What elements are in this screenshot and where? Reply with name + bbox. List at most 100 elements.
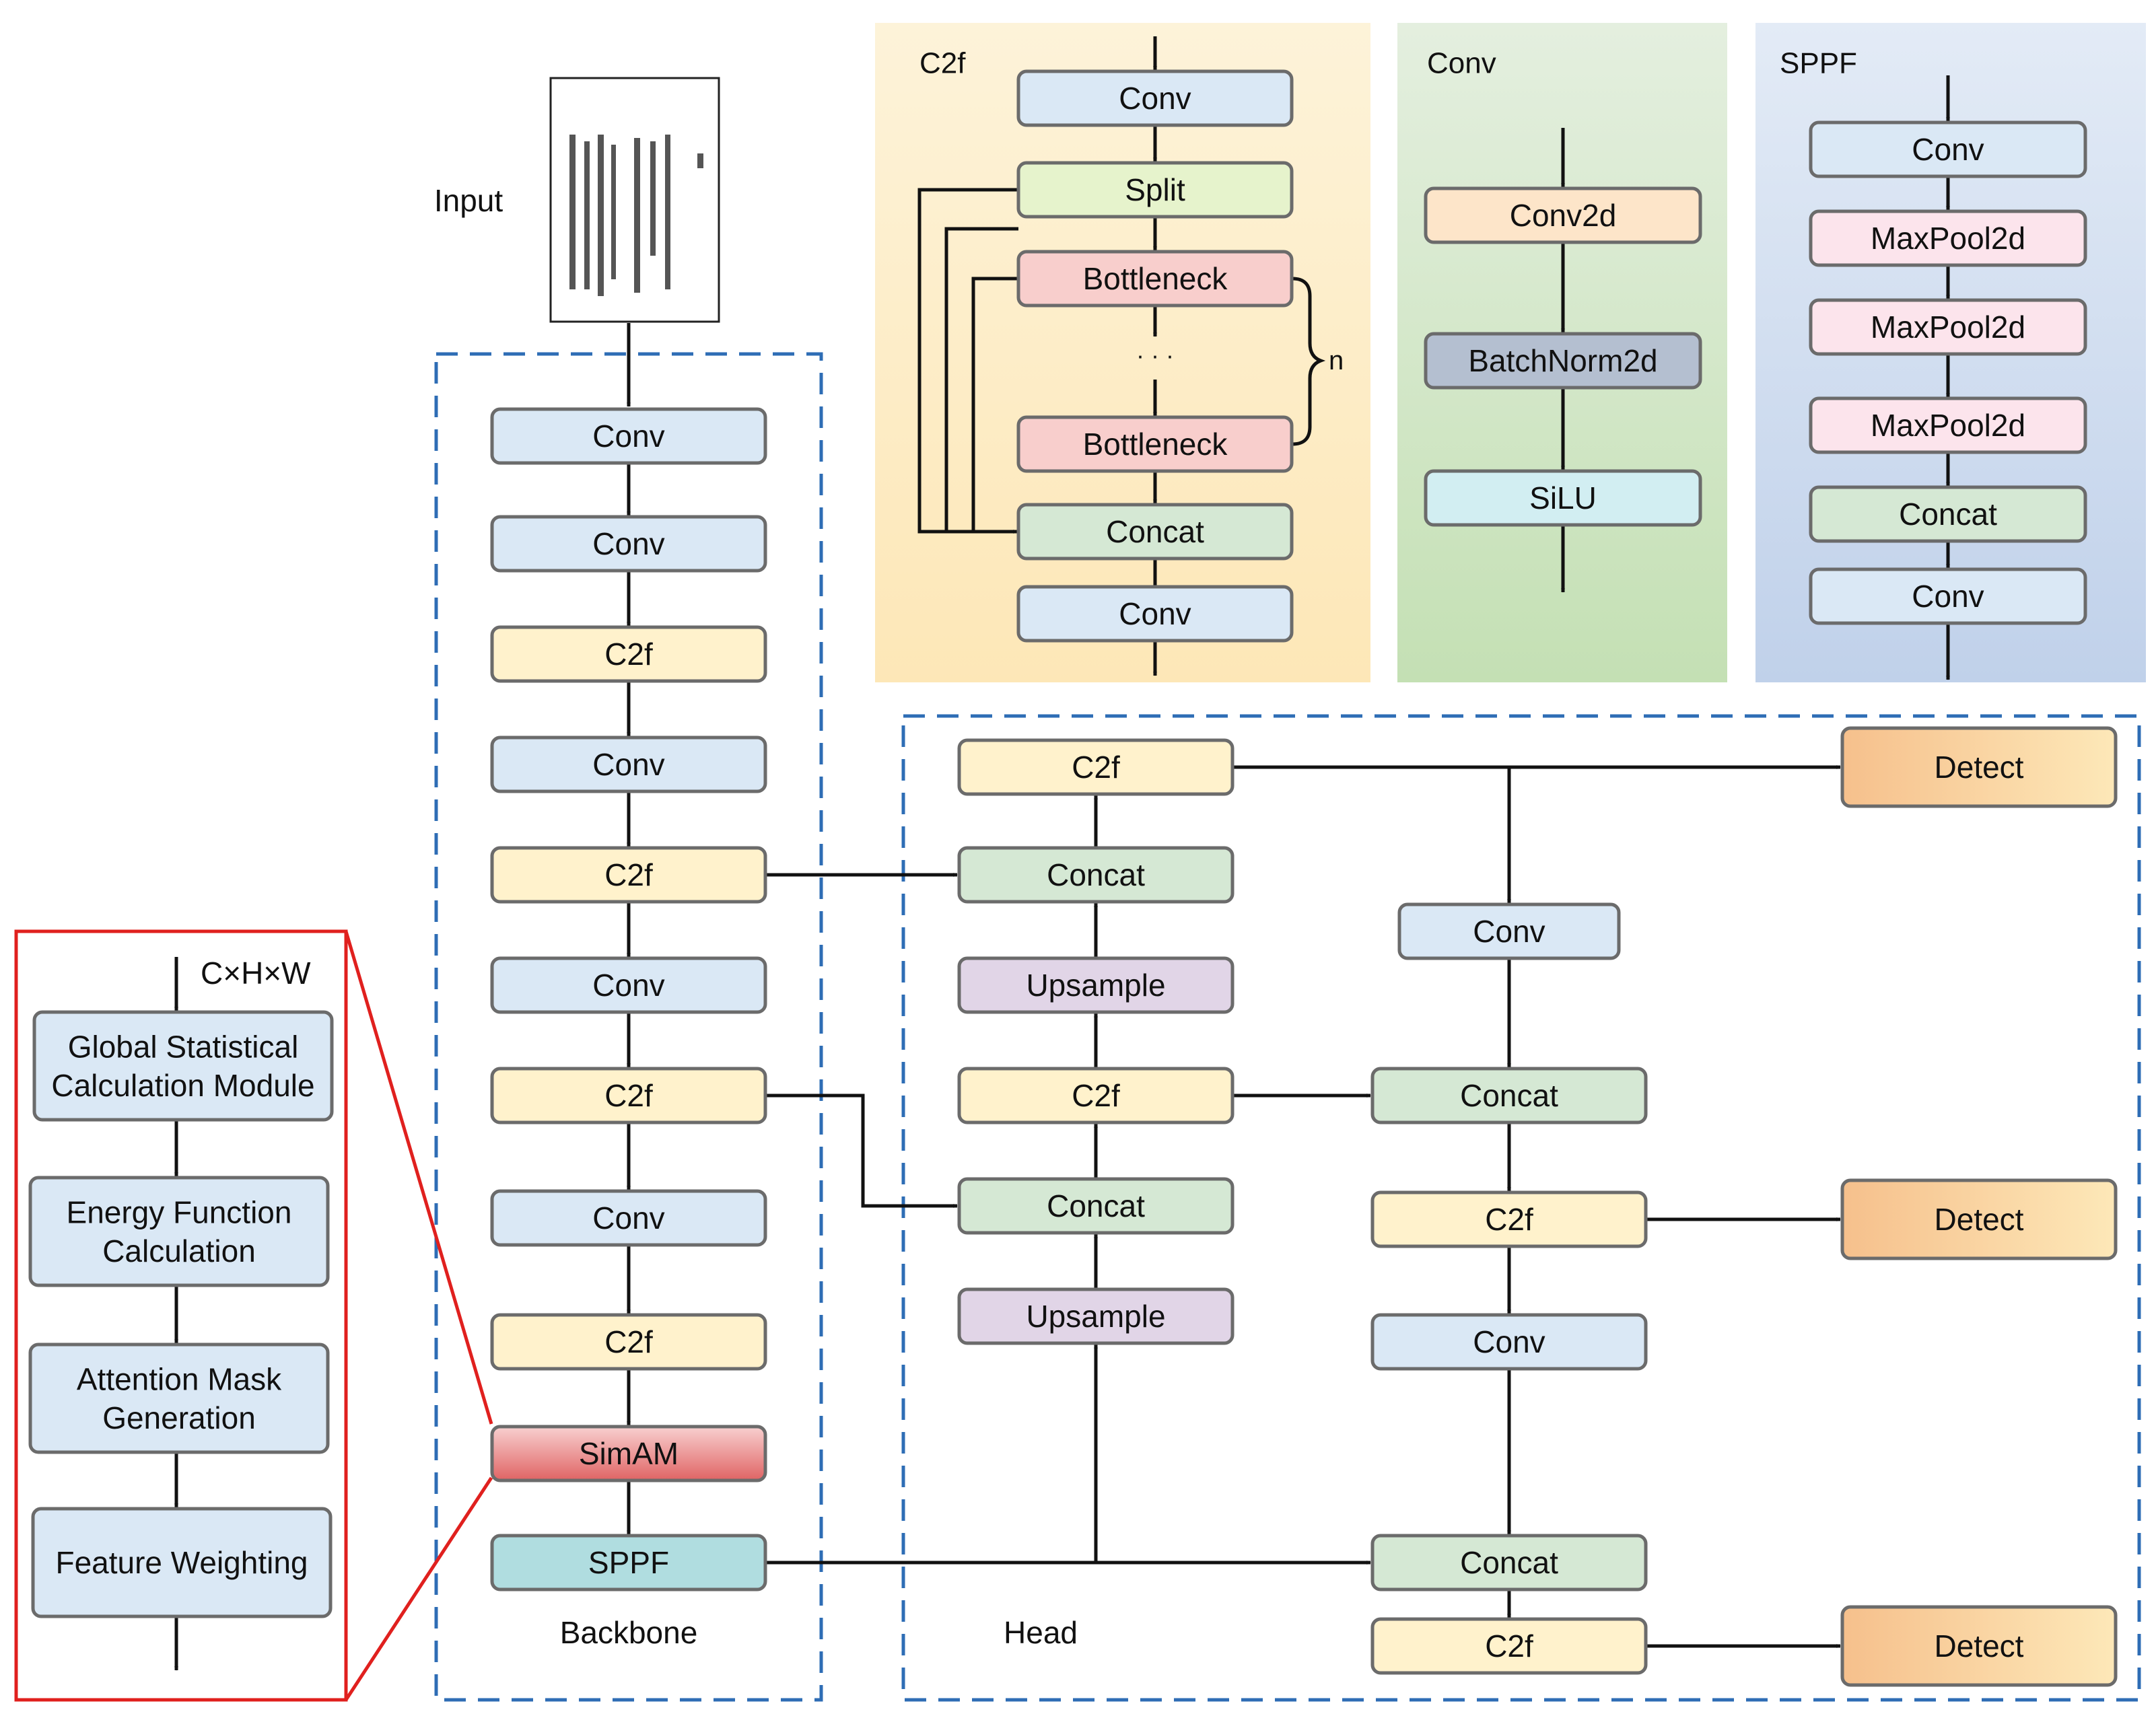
input-image: [549, 77, 720, 323]
backbone-conv-7-shape: [490, 1189, 767, 1247]
sppf-panel-conv-0: Conv: [1809, 120, 2087, 178]
head-left-upsample-5-label: Upsample: [1026, 1299, 1165, 1334]
backbone-conv-5-shape: [490, 956, 767, 1014]
backbone-c2f-2-label: C2f: [604, 637, 653, 672]
backbone-conv-3: Conv: [490, 736, 767, 793]
detect-2-shape: [1840, 1605, 2118, 1687]
head-left-concat-4-shape: [957, 1177, 1235, 1235]
head-left-c2f-0-shape: [957, 738, 1235, 796]
conv-panel-conv2d: Conv2d: [1424, 186, 1702, 244]
sppf-panel-maxpool2d-2: MaxPool2d: [1809, 298, 2087, 356]
head-left-c2f-3-label: C2f: [1072, 1078, 1120, 1113]
head-right-c2f-5-shape: [1370, 1617, 1648, 1675]
c2f-panel-conv-5: Conv: [1016, 585, 1294, 643]
sppf-panel-maxpool2d-1-shape: [1809, 209, 2087, 267]
head-right-c2f-5-label: C2f: [1485, 1628, 1533, 1663]
arrow-backbone-c2f-to-concat2: [765, 1094, 958, 1208]
c2f-panel-conv-5-label: Conv: [1119, 596, 1191, 631]
head-right-conv-0: Conv: [1397, 902, 1621, 960]
conv-panel-batchnorm2d: BatchNorm2d: [1424, 332, 1702, 390]
zoom-line-top: [344, 931, 493, 1425]
simam-step-3-shape: [31, 1507, 333, 1618]
sppf-panel-title: SPPF: [1780, 47, 1857, 80]
head-right-conv-0-label: Conv: [1473, 914, 1545, 949]
c2f-panel-split-1-shape: [1016, 161, 1294, 219]
head-left-c2f-0-label: C2f: [1072, 750, 1120, 785]
backbone-conv-0-shape: [490, 407, 767, 465]
backbone-c2f-4-label: C2f: [604, 857, 653, 892]
sppf-panel-concat-4-shape: [1809, 485, 2087, 543]
c2f-panel-dots: · · ·: [1136, 342, 1174, 369]
head-left-concat-4: Concat: [957, 1177, 1235, 1235]
backbone-c2f-8: C2f: [490, 1313, 767, 1371]
detect-1-label: Detect: [1935, 1202, 2024, 1237]
conv-panel-silu-label: SiLU: [1529, 480, 1597, 515]
sppf-panel-conv-5: Conv: [1809, 567, 2087, 625]
simam-step-3-label: Feature Weighting: [55, 1545, 308, 1580]
backbone-conv-1-shape: [490, 515, 767, 573]
head-right-concat-1-shape: [1370, 1067, 1648, 1124]
input-label: Input: [434, 183, 503, 218]
sppf-panel-maxpool2d-1: MaxPool2d: [1809, 209, 2087, 267]
head-right-c2f-2: C2f: [1370, 1190, 1648, 1248]
head-left-upsample-5: Upsample: [957, 1287, 1235, 1345]
head-right-concat-1-label: Concat: [1460, 1078, 1558, 1113]
backbone-conv-3-shape: [490, 736, 767, 793]
c2f-panel-repeat-n: n: [1329, 346, 1344, 375]
c2f-panel-split-1-label: Split: [1125, 172, 1185, 207]
c2f-panel-bypass-2: [971, 277, 1018, 532]
backbone-label: Backbone: [560, 1615, 698, 1650]
backbone-c2f-4: C2f: [490, 846, 767, 904]
sppf-panel-maxpool2d-3-label: MaxPool2d: [1871, 408, 2025, 443]
detect-1-shape: [1840, 1178, 2118, 1260]
connectors: [174, 36, 1950, 1671]
c2f-panel-conv-5-shape: [1016, 585, 1294, 643]
c2f-panel-split-1: Split: [1016, 161, 1294, 219]
nodes: ConvConvC2fConvC2fConvC2fConvC2fSimAMSPP…: [28, 69, 2118, 1687]
c2f-panel-bottleneck-3: Bottleneck: [1016, 415, 1294, 473]
sppf-panel-conv-0-label: Conv: [1912, 132, 1984, 167]
simam-step-1-label: Energy Function: [67, 1194, 292, 1229]
head-right-concat-4: Concat: [1370, 1534, 1648, 1591]
simam-step-1-shape: [28, 1176, 330, 1287]
head-left-upsample-5-shape: [957, 1287, 1235, 1345]
sppf-panel-maxpool2d-3-shape: [1809, 396, 2087, 454]
sppf-panel-conv-5-label: Conv: [1912, 579, 1984, 614]
head-left-upsample-2-label: Upsample: [1026, 968, 1165, 1003]
simam-step-2-label: Generation: [102, 1400, 256, 1435]
detect-0-label: Detect: [1935, 750, 2024, 785]
detect-2: Detect: [1840, 1605, 2118, 1687]
c2f-panel-bottleneck-3-shape: [1016, 415, 1294, 473]
simam-input-dims: C×H×W: [201, 956, 311, 991]
simam-step-0-label: Calculation Module: [51, 1068, 314, 1103]
head-left-concat-1-shape: [957, 846, 1235, 904]
backbone-frame: [434, 352, 823, 1702]
conv-panel-conv2d-shape: [1424, 186, 1702, 244]
c2f-panel-bottleneck-2-label: Bottleneck: [1083, 261, 1228, 296]
c2f-panel-concat-4-shape: [1016, 503, 1294, 561]
simam-zoom-frame: [14, 929, 348, 1702]
sppf-panel-maxpool2d-2-shape: [1809, 298, 2087, 356]
sppf-panel-conv-5-shape: [1809, 567, 2087, 625]
sppf-panel-conv-0-shape: [1809, 120, 2087, 178]
c2f-panel-concat-4-label: Concat: [1106, 514, 1204, 549]
backbone-sppf-10: SPPF: [490, 1534, 767, 1591]
backbone-c2f-6: C2f: [490, 1067, 767, 1124]
detect-1: Detect: [1840, 1178, 2118, 1260]
backbone-c2f-2-shape: [490, 625, 767, 683]
conv-panel-batchnorm2d-shape: [1424, 332, 1702, 390]
c2f-panel-bottleneck-2-shape: [1016, 250, 1294, 308]
conv-panel-conv2d-label: Conv2d: [1510, 198, 1617, 233]
backbone-conv-0-label: Conv: [592, 419, 664, 454]
conv-panel-silu: SiLU: [1424, 469, 1702, 527]
conv-panel-silu-shape: [1424, 469, 1702, 527]
c2f-panel: [875, 23, 1370, 682]
conv-panel-title: Conv: [1427, 47, 1496, 80]
backbone-c2f-6-label: C2f: [604, 1078, 653, 1113]
head-left-concat-4-label: Concat: [1047, 1188, 1145, 1223]
detect-0: Detect: [1840, 726, 2118, 808]
